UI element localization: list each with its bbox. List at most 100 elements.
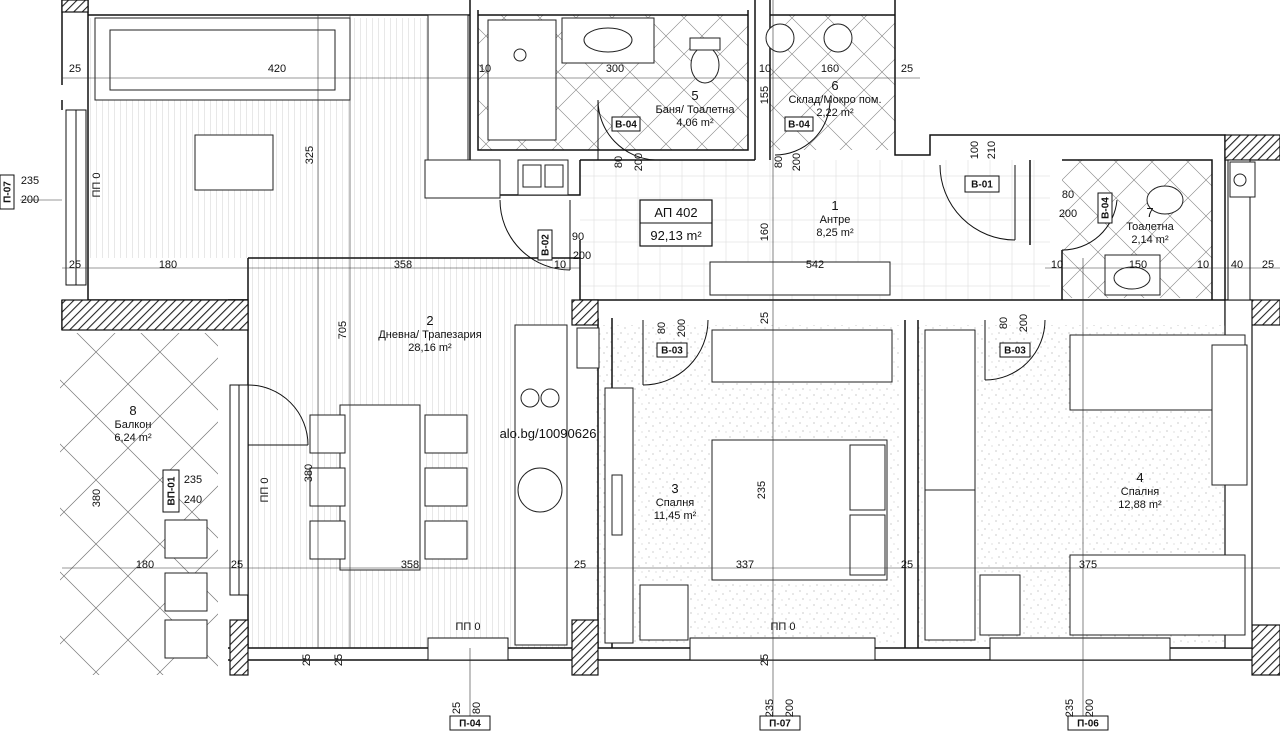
element-tag-label: П-07: [769, 719, 791, 730]
room-number-8: 8: [129, 403, 136, 418]
element-tag-label: В-04: [615, 120, 637, 131]
dimension-label: 10: [554, 259, 566, 271]
dimension-label: 10: [1197, 259, 1209, 271]
room-area-4: 12,88 m²: [1118, 499, 1162, 511]
element-tag-label: В-03: [661, 346, 683, 357]
dimension-label: 25: [301, 654, 313, 666]
room-name-5: Баня/ Тоалетна: [656, 104, 736, 116]
element-tag: В-02: [537, 229, 553, 261]
dimension-label: 40: [1231, 259, 1243, 271]
room-area-8: 6,24 m²: [114, 432, 152, 444]
dimension-label: 180: [159, 259, 177, 271]
dimension-label: 375: [1079, 559, 1097, 571]
level-label: ПП 0: [771, 621, 796, 633]
dimension-label: 358: [394, 259, 412, 271]
dimension-label: 420: [268, 63, 286, 75]
dimension-label: 80: [471, 702, 483, 714]
room-name-1: Антре: [820, 214, 851, 226]
dimension-label: 200: [1059, 208, 1077, 220]
dimension-label: 235: [21, 175, 39, 187]
room-name-2: Дневна/ Трапезария: [378, 329, 481, 341]
room-name-7: Тоалетна: [1126, 221, 1174, 233]
room-area-2: 28,16 m²: [408, 342, 452, 354]
dimension-label: 80: [773, 156, 785, 168]
element-tag: В-03: [656, 342, 688, 358]
dimension-label: 25: [333, 654, 345, 666]
element-tag: В-04: [1097, 192, 1113, 224]
dimension-label: 10: [759, 63, 771, 75]
apartment-area: 92,13 m²: [650, 228, 702, 243]
dimension-label: 25: [69, 63, 81, 75]
room-number-6: 6: [831, 78, 838, 93]
element-tag: П-07: [759, 715, 801, 731]
dimension-lines: [20, 0, 1280, 720]
level-label: ПП 0: [91, 173, 103, 198]
dimension-label: 150: [1129, 259, 1147, 271]
element-tag: В-01: [964, 175, 1000, 193]
dimension-label: 10: [479, 63, 491, 75]
dimension-label: 160: [821, 63, 839, 75]
element-tag: В-03: [999, 342, 1031, 358]
element-tag-label: П-07: [3, 181, 14, 203]
room-name-4: Спалня: [1121, 486, 1160, 498]
room-number-5: 5: [691, 88, 698, 103]
dimension-label: 80: [656, 322, 668, 334]
level-label: ПП 0: [456, 621, 481, 633]
dimension-label: 25: [901, 63, 913, 75]
dimension-label: 200: [1018, 314, 1030, 332]
element-tag: ВП-01: [162, 469, 180, 513]
apartment-code: АП 402: [654, 205, 697, 220]
room-number-1: 1: [831, 198, 838, 213]
dimension-label: 100: [969, 141, 981, 159]
dimension-label: 90: [572, 231, 584, 243]
room-name-8: Балкон: [115, 419, 152, 431]
dimension-label: 337: [736, 559, 754, 571]
dimension-label: 200: [1084, 699, 1096, 717]
furniture: [94, 14, 1256, 659]
room-area-5: 4,06 m²: [676, 117, 714, 129]
dimension-label: 25: [69, 259, 81, 271]
dimension-label: 380: [91, 489, 103, 507]
room-name-3: Спалня: [656, 497, 695, 509]
dimension-label: 358: [401, 559, 419, 571]
room-number-2: 2: [426, 313, 433, 328]
dimension-label: 235: [764, 699, 776, 717]
dimension-label: 705: [337, 321, 349, 339]
room-area-6: 2,22 m²: [816, 107, 854, 119]
dimension-label: 25: [231, 559, 243, 571]
dimension-label: 25: [574, 559, 586, 571]
element-tag-label: ВП-01: [167, 476, 178, 505]
dimension-label: 160: [759, 223, 771, 241]
dimension-label: 180: [136, 559, 154, 571]
dimension-label: 25: [901, 559, 913, 571]
dimension-label: 200: [676, 319, 688, 337]
element-tag: В-04: [611, 116, 641, 132]
dimension-label: 25: [451, 702, 463, 714]
dimension-label: 200: [784, 699, 796, 717]
element-tag-label: В-03: [1004, 346, 1026, 357]
dimension-label: 325: [304, 146, 316, 164]
dimension-label: 25: [759, 654, 771, 666]
room-area-7: 2,14 m²: [1131, 234, 1169, 246]
element-tag: П-06: [1067, 715, 1109, 731]
room-number-3: 3: [671, 481, 678, 496]
dimension-label: 235: [1064, 699, 1076, 717]
element-tag: П-07: [0, 174, 15, 210]
room-number-7: 7: [1146, 205, 1153, 220]
room-number-4: 4: [1136, 470, 1143, 485]
element-tag: П-04: [449, 715, 491, 731]
dimension-label: 200: [21, 194, 39, 206]
element-tag-label: В-02: [541, 234, 552, 256]
dimension-label: 542: [806, 259, 824, 271]
element-tag: В-04: [784, 116, 814, 132]
level-label: ПП 0: [259, 478, 271, 503]
dimension-label: 210: [986, 141, 998, 159]
room-area-1: 8,25 m²: [816, 227, 854, 239]
dimension-label: 10: [1051, 259, 1063, 271]
dimension-label: 25: [759, 312, 771, 324]
room-area-3: 11,45 m²: [654, 510, 697, 522]
element-tag-label: П-06: [1077, 719, 1099, 730]
dimension-label: 200: [791, 153, 803, 171]
dimension-label: 380: [303, 464, 315, 482]
